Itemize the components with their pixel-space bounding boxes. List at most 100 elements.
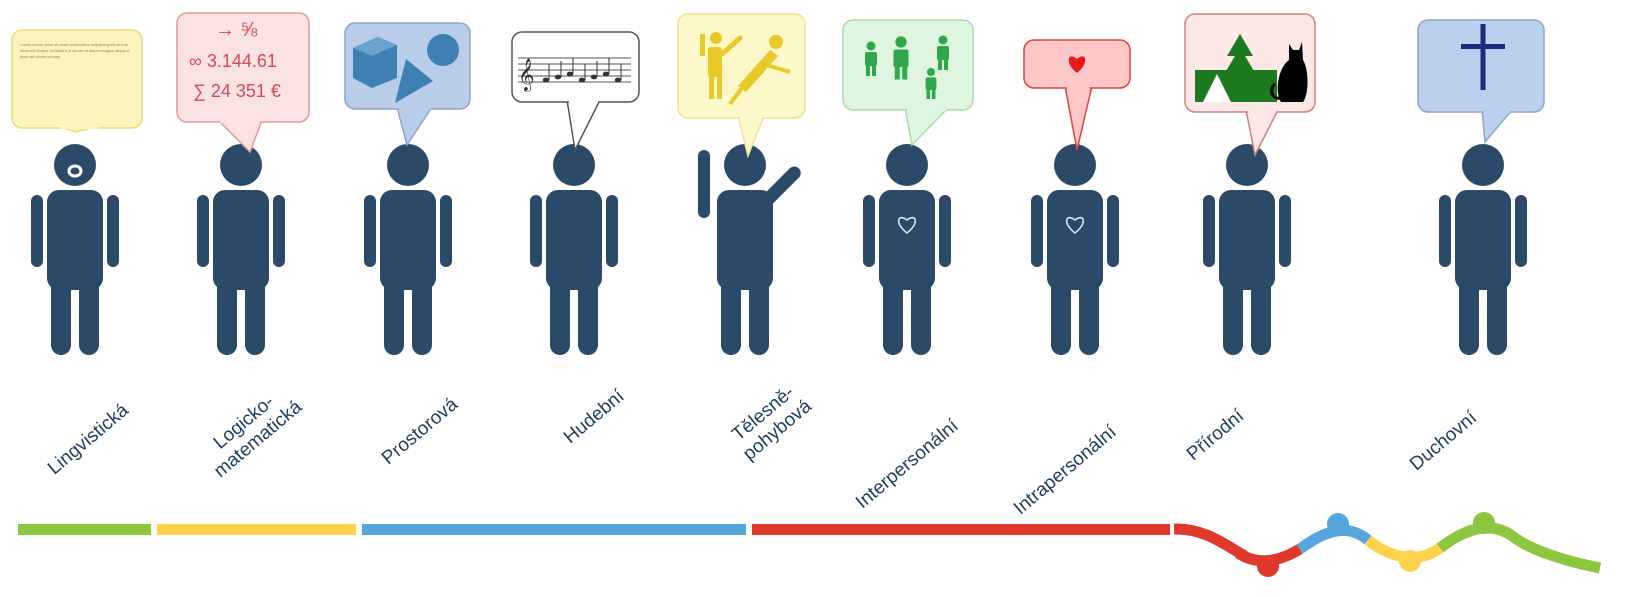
- person-leg: [902, 64, 908, 80]
- cat-tail: [1270, 82, 1282, 100]
- person-body: [925, 77, 937, 90]
- bubble-tail: [396, 106, 434, 147]
- speech-bubble: [176, 12, 310, 123]
- note-head: [542, 77, 550, 83]
- person-icon: [938, 35, 948, 45]
- bubble-joint: [1484, 109, 1510, 113]
- bottom-stripes: [18, 512, 1602, 577]
- wave-green: [1436, 522, 1602, 574]
- tree-icon: [1223, 34, 1257, 76]
- heart-icon: [1068, 56, 1086, 73]
- figure-arm-left: [698, 150, 710, 218]
- figure-prirodni: [1203, 144, 1291, 355]
- bubble-joint: [399, 106, 430, 110]
- bubble-joint: [220, 119, 260, 123]
- figure-torso: [879, 190, 935, 290]
- runner-leg: [717, 74, 722, 99]
- figure-prostorova: [364, 144, 452, 355]
- figure-arm-right: [107, 195, 119, 267]
- cross-bar: [1461, 44, 1505, 49]
- runner-arm: [700, 34, 705, 56]
- runner-head-icon: [710, 32, 722, 44]
- note-head: [554, 74, 562, 80]
- figure-arm-left: [31, 195, 43, 267]
- figure-leg-left: [384, 275, 404, 355]
- cat-icon: [1277, 42, 1308, 102]
- figure-arm-right: [1279, 195, 1291, 267]
- figure-leg-left: [51, 275, 71, 355]
- figure-leg-right: [412, 275, 432, 355]
- heart-outline-icon: [897, 216, 917, 235]
- figure-telesne-pohybova: [698, 144, 801, 355]
- figure-leg-right: [911, 275, 931, 355]
- bubble-tail: [1481, 109, 1514, 144]
- person-leg: [938, 58, 942, 70]
- bubble-joint: [907, 107, 946, 111]
- figure-leg-left: [1223, 275, 1243, 355]
- bubble-logicko-matematicka: [176, 12, 310, 154]
- bubble-joint: [569, 99, 598, 103]
- bubble-intrapersonalni: [1023, 39, 1131, 151]
- treble-clef-icon: 𝄞: [518, 58, 535, 92]
- figure-head: [220, 144, 262, 186]
- figure-torso: [1219, 190, 1275, 290]
- figure-leg-right: [1251, 275, 1271, 355]
- bubble-hudebni: 𝄞: [511, 31, 640, 153]
- bubble-prostorova: [344, 22, 471, 147]
- stripe-green: [18, 524, 151, 535]
- person-icon: [866, 41, 876, 51]
- bubble-duchovni: [1417, 19, 1545, 144]
- cube-top: [353, 37, 397, 56]
- cross-icon: [1480, 24, 1486, 90]
- person-body: [937, 46, 949, 60]
- figure-head: [724, 144, 766, 186]
- diver-leg: [728, 86, 744, 106]
- person-icon: [895, 36, 907, 48]
- figure-leg-left: [217, 275, 237, 355]
- wave-dot-green: [1473, 512, 1495, 534]
- bubble-tail: [1064, 85, 1093, 151]
- wave-dot-yellow: [1399, 550, 1421, 572]
- figure-arm-left: [863, 195, 875, 267]
- figure-torso: [380, 190, 436, 290]
- figure-arm-right: [440, 195, 452, 267]
- note-head: [590, 74, 598, 80]
- figure-torso: [213, 190, 269, 290]
- note-head: [614, 77, 622, 83]
- figure-arm-right: [939, 195, 951, 267]
- figure-leg-left: [1459, 275, 1479, 355]
- figure-arm-left: [1203, 195, 1215, 267]
- figure-head: [1054, 144, 1096, 186]
- figure-leg-right: [79, 275, 99, 355]
- figure-arm-right: [1515, 195, 1527, 267]
- figure-arm-left: [197, 195, 209, 267]
- note-head: [602, 71, 610, 77]
- triangle-icon: [395, 59, 433, 103]
- person-leg: [872, 64, 876, 76]
- figure-arm-right: [1107, 195, 1119, 267]
- tent-icon: [1203, 74, 1231, 102]
- heart-outline-icon: [1065, 216, 1085, 235]
- person-leg: [926, 88, 931, 99]
- figure-leg-right: [245, 275, 265, 355]
- figure-lingvisticka: [31, 144, 119, 355]
- figure-torso: [1455, 190, 1511, 290]
- figure-hudebni: [530, 144, 618, 355]
- figure-leg-left: [1051, 275, 1071, 355]
- bubble-joint: [60, 125, 98, 129]
- figure-duchovni: [1439, 144, 1527, 355]
- figure-leg-right: [578, 275, 598, 355]
- diver-arm: [762, 62, 791, 74]
- figure-head: [1462, 144, 1504, 186]
- wave-red: [1173, 523, 1248, 561]
- bubble-tail: [904, 107, 950, 147]
- figure-leg-left: [721, 275, 741, 355]
- bubble-joint: [740, 115, 762, 119]
- figure-arm-left: [530, 195, 542, 267]
- bubble-prirodni: [1184, 13, 1316, 158]
- person-leg: [931, 88, 936, 99]
- bubble-tail: [566, 99, 602, 153]
- person-body: [865, 52, 877, 66]
- figure-torso: [546, 190, 602, 290]
- bubble-interpersonalni: [842, 19, 974, 147]
